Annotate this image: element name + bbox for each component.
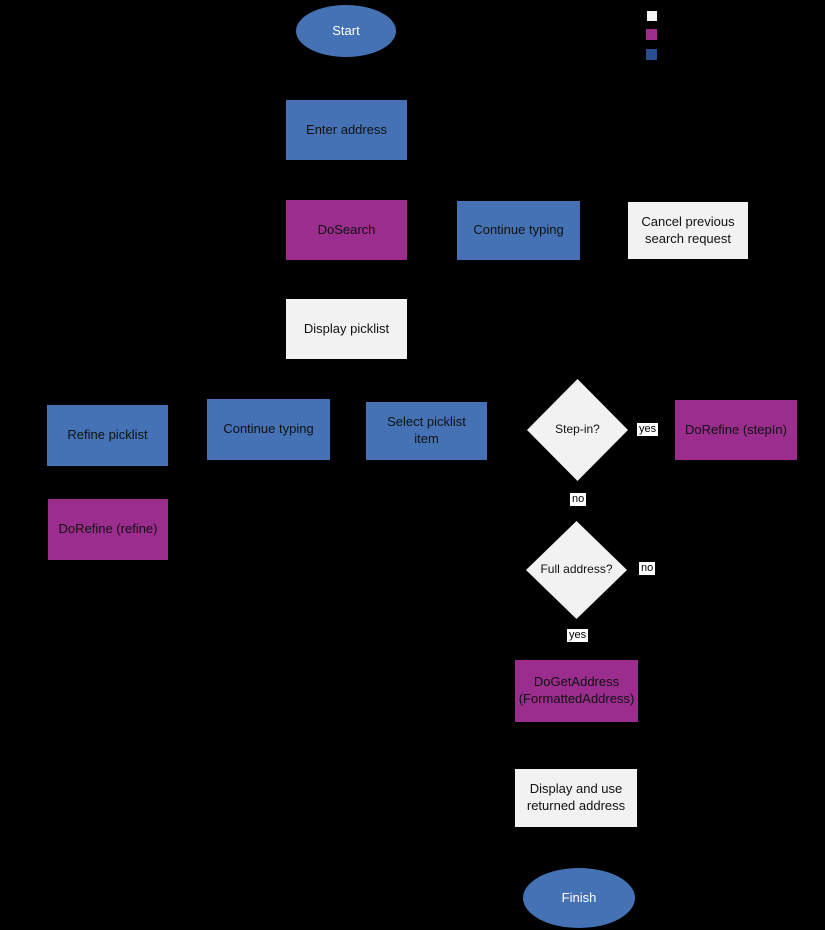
- node-step-in-decision: Step-in?: [527, 379, 628, 481]
- node-dorefine-refine: DoRefine (refine): [48, 499, 168, 560]
- node-continue-typing-top-label: Continue typing: [473, 222, 564, 238]
- edge-label-stepin-yes: yes: [637, 423, 659, 436]
- legend-purple-swatch: [646, 29, 657, 40]
- edge-label-fulladdress-no: no: [639, 562, 656, 575]
- edge-label-stepin-no: no: [570, 493, 587, 506]
- node-continue-typing-mid-label: Continue typing: [223, 421, 314, 437]
- node-display-picklist: Display picklist: [286, 299, 407, 359]
- node-dorefine-stepin-label: DoRefine (stepIn): [685, 421, 787, 437]
- node-enter-address: Enter address: [286, 100, 407, 160]
- node-finish: Finish: [523, 868, 635, 928]
- node-continue-typing-mid: Continue typing: [207, 399, 330, 460]
- node-display-returned-address-label: Display and use returned address: [526, 781, 626, 813]
- node-dogetaddress: DoGetAddress (FormattedAddress): [515, 660, 638, 722]
- node-dorefine-stepin: DoRefine (stepIn): [675, 400, 797, 460]
- node-dorefine-refine-label: DoRefine (refine): [58, 521, 158, 537]
- node-refine-picklist-label: Refine picklist: [67, 427, 148, 443]
- node-enter-address-label: Enter address: [306, 121, 387, 137]
- node-finish-label: Finish: [561, 889, 597, 905]
- node-full-address-decision: Full address?: [526, 521, 627, 619]
- node-refine-picklist: Refine picklist: [47, 405, 168, 466]
- node-full-address-decision-label: Full address?: [540, 562, 613, 577]
- legend-blue-swatch: [646, 49, 657, 60]
- node-start: Start: [296, 5, 396, 57]
- legend-white-swatch: [647, 11, 657, 21]
- node-display-returned-address: Display and use returned address: [515, 769, 637, 827]
- node-display-picklist-label: Display picklist: [303, 320, 390, 336]
- node-dosearch-label: DoSearch: [317, 221, 376, 237]
- node-dosearch: DoSearch: [286, 200, 407, 260]
- node-step-in-decision-label: Step-in?: [555, 422, 600, 437]
- node-continue-typing-top: Continue typing: [457, 201, 580, 260]
- node-select-picklist-item-label: Select picklist item: [387, 414, 466, 446]
- node-select-picklist-item: Select picklist item: [366, 402, 487, 460]
- node-dogetaddress-label: DoGetAddress (FormattedAddress): [518, 674, 635, 706]
- node-start-label: Start: [332, 22, 360, 38]
- node-cancel-previous-search-label: Cancel previous search request: [641, 213, 735, 246]
- node-cancel-previous-search: Cancel previous search request: [628, 202, 748, 259]
- edge-label-fulladdress-yes: yes: [567, 629, 589, 642]
